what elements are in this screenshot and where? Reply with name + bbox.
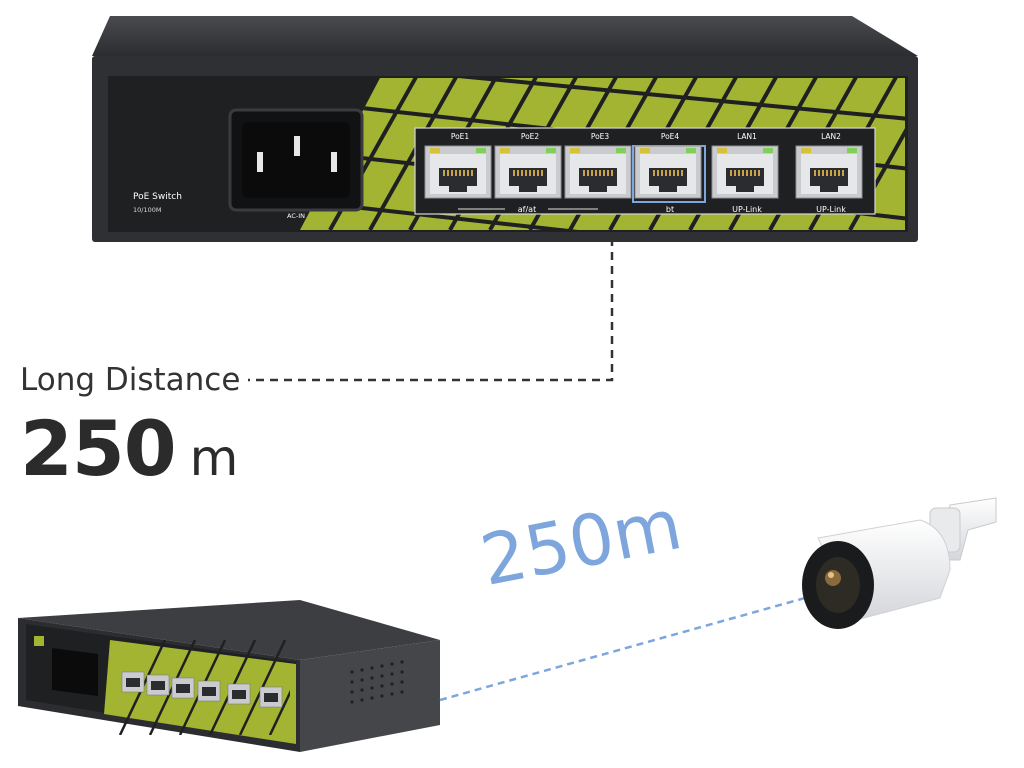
callout-line <box>248 238 614 382</box>
small-rj45-port <box>121 671 145 693</box>
small-rj45-port <box>171 677 195 699</box>
switch-name: PoE Switch <box>133 192 182 202</box>
rj45-port-poe3 <box>564 145 632 199</box>
poe-switch-small <box>18 600 440 752</box>
rj45-port-poe4 <box>634 145 702 199</box>
rj45-port-poe2 <box>494 145 562 199</box>
switch-spec: 10/100M <box>133 206 161 214</box>
group-label-uplink-1: UP-Link <box>732 205 762 214</box>
group-label-uplink-2: UP-Link <box>816 205 846 214</box>
rj45-port-poe1 <box>424 145 492 199</box>
port-labels: PoE1 PoE2 PoE3 PoE4 LAN1 LAN2 <box>451 132 841 141</box>
rj45-ports <box>424 145 863 199</box>
port-label-poe1: PoE1 <box>451 132 470 141</box>
rj45-port-lan1 <box>711 145 779 199</box>
port-label-lan1: LAN1 <box>737 132 757 141</box>
rj45-port-lan2 <box>795 145 863 199</box>
distance-unit: m <box>189 429 239 487</box>
cable-line <box>439 596 806 702</box>
port-label-lan2: LAN2 <box>821 132 841 141</box>
power-label: AC-IN <box>287 212 305 220</box>
bullet-camera <box>802 497 997 629</box>
group-label-af-at: af/at <box>518 205 536 214</box>
distance-number: 250 <box>20 404 177 493</box>
group-label-bt: bt <box>666 205 674 214</box>
port-group-labels: af/at bt UP-Link UP-Link <box>458 205 846 214</box>
port-label-poe2: PoE2 <box>521 132 540 141</box>
port-label-poe3: PoE3 <box>591 132 610 141</box>
port-label-poe4: PoE4 <box>661 132 680 141</box>
headline: Long Distance <box>20 362 241 398</box>
small-rj45-port <box>197 680 221 702</box>
poe-switch-front <box>92 16 918 242</box>
small-rj45-port <box>259 686 283 708</box>
small-rj45-port <box>146 674 170 696</box>
small-rj45-port <box>227 683 251 705</box>
